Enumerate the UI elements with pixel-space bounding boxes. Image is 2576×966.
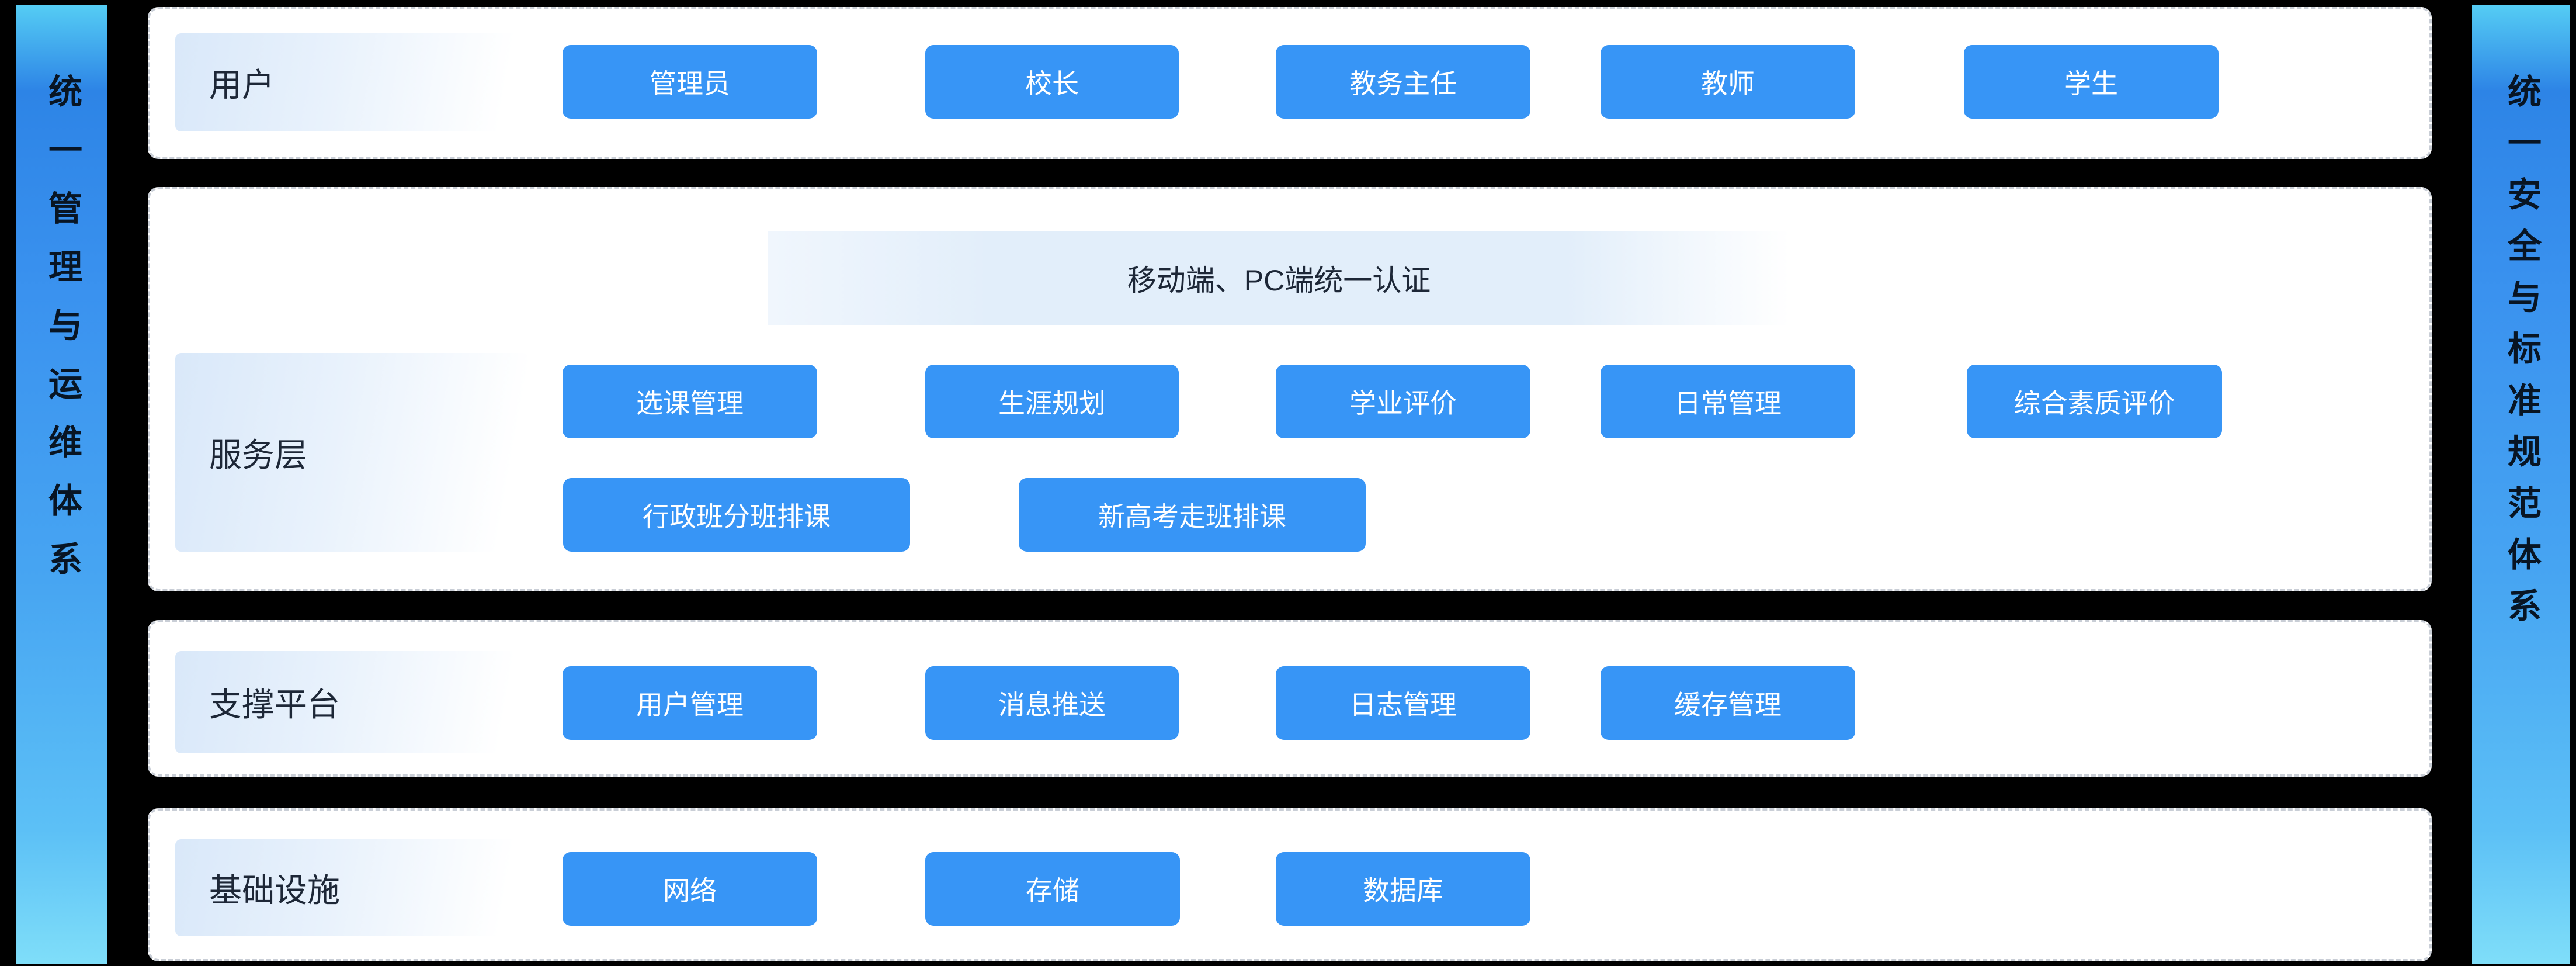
chip-storage: 存储 — [925, 852, 1180, 926]
chip-database: 数据库 — [1276, 852, 1530, 926]
chip-user-management: 用户管理 — [563, 666, 817, 740]
unified-auth-header: 移动端、PC端统一认证 — [768, 231, 1790, 325]
chip-academic-dean: 教务主任 — [1276, 45, 1530, 119]
chip-log-management: 日志管理 — [1276, 666, 1530, 740]
right-ribbon: 统一安全与标准规范体系 — [2472, 5, 2570, 964]
chip-principal: 校长 — [925, 45, 1179, 119]
band-users: 用户 管理员 校长 教务主任 教师 学生 — [148, 7, 2432, 159]
chip-comprehensive-quality-evaluation: 综合素质评价 — [1967, 365, 2222, 438]
service-layer-label-panel: 服务层 — [175, 353, 528, 552]
chip-admin: 管理员 — [563, 45, 817, 119]
chip-message-push: 消息推送 — [925, 666, 1179, 740]
infrastructure-label: 基础设施 — [209, 871, 340, 909]
chip-student: 学生 — [1964, 45, 2219, 119]
chip-admin-class-scheduling: 行政班分班排课 — [563, 478, 910, 552]
chip-teacher: 教师 — [1601, 45, 1855, 119]
chip-network: 网络 — [563, 852, 817, 926]
right-ribbon-label: 统一安全与标准规范体系 — [2502, 74, 2540, 639]
users-label: 用户 — [209, 66, 275, 103]
chip-career-planning: 生涯规划 — [925, 365, 1179, 438]
chip-new-gaokao-class-scheduling: 新高考走班排课 — [1019, 478, 1366, 552]
left-ribbon-label: 统一管理与运维体系 — [43, 74, 81, 600]
chip-cache-management: 缓存管理 — [1601, 666, 1855, 740]
chip-academic-evaluation: 学业评价 — [1276, 365, 1530, 438]
band-support-platform: 支撑平台 用户管理 消息推送 日志管理 缓存管理 — [148, 620, 2432, 777]
band-service-layer: 移动端、PC端统一认证 服务层 选课管理 生涯规划 学业评价 日常管理 综合素质… — [148, 187, 2432, 591]
chip-course-selection: 选课管理 — [563, 365, 817, 438]
left-ribbon: 统一管理与运维体系 — [16, 5, 107, 964]
support-platform-label: 支撑平台 — [209, 686, 340, 723]
service-layer-label: 服务层 — [209, 436, 307, 473]
chip-daily-management: 日常管理 — [1601, 365, 1855, 438]
band-infrastructure: 基础设施 网络 存储 数据库 — [148, 808, 2432, 961]
unified-auth-label: 移动端、PC端统一认证 — [1127, 264, 1431, 297]
support-platform-label-panel: 支撑平台 — [175, 651, 528, 753]
infrastructure-label-panel: 基础设施 — [175, 839, 528, 936]
users-label-panel: 用户 — [175, 33, 528, 131]
